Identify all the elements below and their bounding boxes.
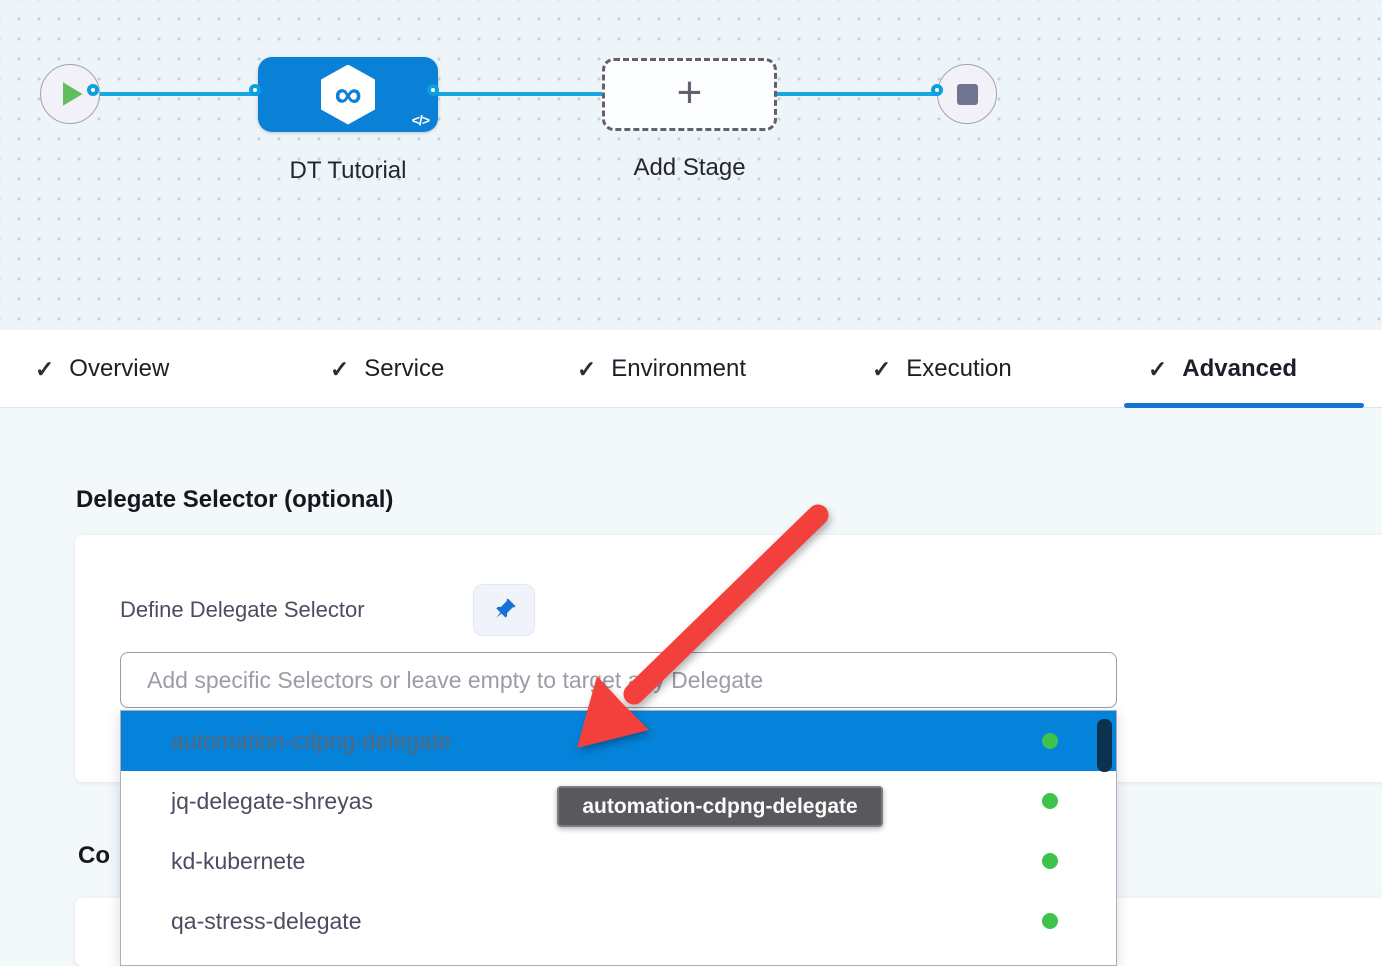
add-stage-label: Add Stage (633, 154, 746, 181)
check-icon: ✓ (330, 355, 350, 382)
pipeline-canvas: ∞ </> DT Tutorial + Add Stage (0, 0, 1382, 330)
hover-tooltip: automation-cdpng-delegate (557, 786, 883, 827)
option-label: kd-kubernete (171, 847, 306, 874)
stage-in-port (249, 84, 261, 96)
plus-icon: + (676, 67, 703, 117)
active-tab-underline (1124, 403, 1364, 408)
status-connected-dot (1042, 733, 1058, 749)
check-icon: ✓ (577, 355, 597, 382)
tab-execution[interactable]: ✓ Execution (872, 330, 1012, 408)
define-delegate-selector-label: Define Delegate Selector (120, 597, 365, 622)
pipeline-end-node[interactable] (937, 64, 997, 124)
dropdown-scrollbar-thumb[interactable] (1097, 719, 1112, 772)
delegate-selector-input[interactable] (120, 652, 1117, 708)
option-label: automation-cdpng-delegate (171, 727, 452, 754)
tab-label: Environment (611, 355, 747, 382)
tab-advanced[interactable]: ✓ Advanced (1148, 330, 1297, 408)
check-icon: ✓ (35, 355, 55, 382)
delegate-selector-heading: Delegate Selector (optional) (76, 486, 394, 513)
edge-stage-to-addstage (433, 92, 605, 96)
add-stage-button[interactable]: + (602, 58, 777, 131)
pushpin-icon (496, 598, 516, 618)
stage-out-port (427, 84, 439, 96)
tab-overview[interactable]: ✓ Overview (35, 330, 169, 408)
stage-tabbar: ✓ Overview ✓ Service ✓ Environment ✓ Exe… (0, 330, 1382, 408)
dropdown-option-qa-stress-delegate[interactable]: qa-stress-delegate (121, 891, 1116, 951)
stop-icon (956, 83, 978, 105)
start-node-out-port (87, 84, 99, 96)
tab-label: Advanced (1182, 355, 1297, 382)
option-label: qa-stress-delegate (171, 907, 362, 934)
check-icon: ✓ (1148, 355, 1168, 382)
dropdown-option-automation-cdpng-delegate[interactable]: automation-cdpng-delegate (121, 711, 1116, 771)
dropdown-option-kd-kubernete[interactable]: kd-kubernete (121, 831, 1116, 891)
tab-label: Service (364, 355, 445, 382)
check-icon: ✓ (872, 355, 892, 382)
tab-environment[interactable]: ✓ Environment (577, 330, 746, 408)
harness-cd-icon: ∞ (321, 64, 375, 125)
edge-addstage-to-end (772, 92, 942, 96)
status-connected-dot (1042, 853, 1058, 869)
status-connected-dot (1042, 793, 1058, 809)
delegate-dropdown-list: automation-cdpng-delegate jq-delegate-sh… (120, 710, 1117, 966)
tab-label: Overview (69, 355, 170, 382)
code-icon: </> (411, 112, 430, 128)
pin-input-type-button[interactable] (473, 584, 535, 636)
stage-node-dt-tutorial[interactable]: ∞ </> (258, 57, 438, 132)
infinity-glyph: ∞ (334, 73, 362, 116)
end-node-in-port (931, 84, 943, 96)
status-connected-dot (1042, 913, 1058, 929)
option-label: jq-delegate-shreyas (171, 787, 374, 814)
tab-service[interactable]: ✓ Service (330, 330, 444, 408)
edge-start-to-stage (97, 92, 262, 96)
play-icon (62, 82, 83, 106)
next-section-partial-heading: Co (78, 842, 110, 869)
stage-node-label: DT Tutorial (289, 157, 407, 184)
tab-label: Execution (906, 355, 1012, 382)
